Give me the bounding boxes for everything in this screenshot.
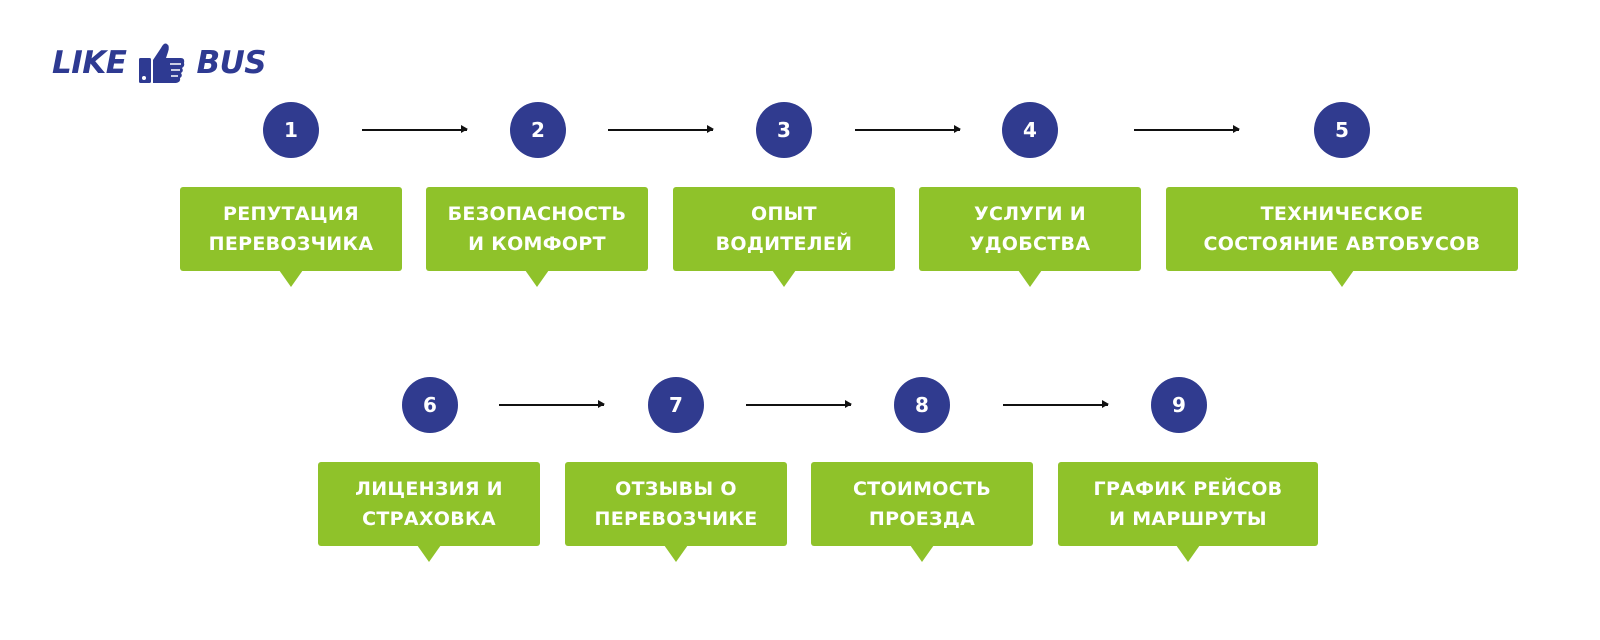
step-8-number-circle: 8 (894, 377, 950, 433)
step-6-label: ЛИЦЕНЗИЯ И СТРАХОВКА (355, 478, 503, 530)
step-5-label: ТЕХНИЧЕСКОЕ СОСТОЯНИЕ АВТОБУСОВ (1203, 203, 1481, 255)
step-8-number: 8 (915, 393, 929, 417)
step-2-card: БЕЗОПАСНОСТЬ И КОМФОРТ (426, 187, 648, 287)
thumbs-up-icon (138, 43, 184, 83)
arrow-3-to-4 (855, 126, 961, 132)
step-9-card: ГРАФИК РЕЙСОВ И МАРШРУТЫ (1058, 462, 1318, 562)
step-6-card: ЛИЦЕНЗИЯ И СТРАХОВКА (318, 462, 540, 562)
step-3-label: ОПЫТ ВОДИТЕЛЕЙ (715, 203, 853, 255)
step-5-number-circle: 5 (1314, 102, 1370, 158)
step-2-number-circle: 2 (510, 102, 566, 158)
step-5-card: ТЕХНИЧЕСКОЕ СОСТОЯНИЕ АВТОБУСОВ (1166, 187, 1518, 287)
step-1-number: 1 (284, 118, 298, 142)
step-4-card: УСЛУГИ И УДОБСТВА (919, 187, 1141, 287)
step-4-number: 4 (1023, 118, 1037, 142)
brand-logo: LIKE BUS (52, 38, 267, 88)
step-8-card: СТОИМОСТЬ ПРОЕЗДА (811, 462, 1033, 562)
step-1-number-circle: 1 (263, 102, 319, 158)
arrow-4-to-5 (1134, 126, 1240, 132)
arrow-6-to-7 (499, 401, 605, 407)
arrow-1-to-2 (362, 126, 468, 132)
step-3-number: 3 (777, 118, 791, 142)
step-3-card: ОПЫТ ВОДИТЕЛЕЙ (673, 187, 895, 287)
step-1-card: РЕПУТАЦИЯ ПЕРЕВОЗЧИКА (180, 187, 402, 287)
step-7-card: ОТЗЫВЫ О ПЕРЕВОЗЧИКЕ (565, 462, 787, 562)
step-3-number-circle: 3 (756, 102, 812, 158)
step-9-number-circle: 9 (1151, 377, 1207, 433)
step-2-number: 2 (531, 118, 545, 142)
step-1-label: РЕПУТАЦИЯ ПЕРЕВОЗЧИКА (208, 203, 374, 255)
step-5-number: 5 (1335, 118, 1349, 142)
step-7-number-circle: 7 (648, 377, 704, 433)
step-4-label: УСЛУГИ И УДОБСТВА (969, 203, 1091, 255)
arrow-2-to-3 (608, 126, 714, 132)
logo-text-like: LIKE (52, 45, 127, 81)
logo-text-bus: BUS (196, 45, 267, 81)
arrow-8-to-9 (1003, 401, 1109, 407)
step-9-number: 9 (1172, 393, 1186, 417)
step-8-label: СТОИМОСТЬ ПРОЕЗДА (852, 478, 992, 530)
step-4-number-circle: 4 (1002, 102, 1058, 158)
arrow-7-to-8 (746, 401, 852, 407)
step-9-label: ГРАФИК РЕЙСОВ И МАРШРУТЫ (1093, 478, 1283, 530)
step-6-number-circle: 6 (402, 377, 458, 433)
step-2-label: БЕЗОПАСНОСТЬ И КОМФОРТ (447, 203, 627, 255)
step-7-label: ОТЗЫВЫ О ПЕРЕВОЗЧИКЕ (594, 478, 758, 530)
step-6-number: 6 (423, 393, 437, 417)
step-7-number: 7 (669, 393, 683, 417)
